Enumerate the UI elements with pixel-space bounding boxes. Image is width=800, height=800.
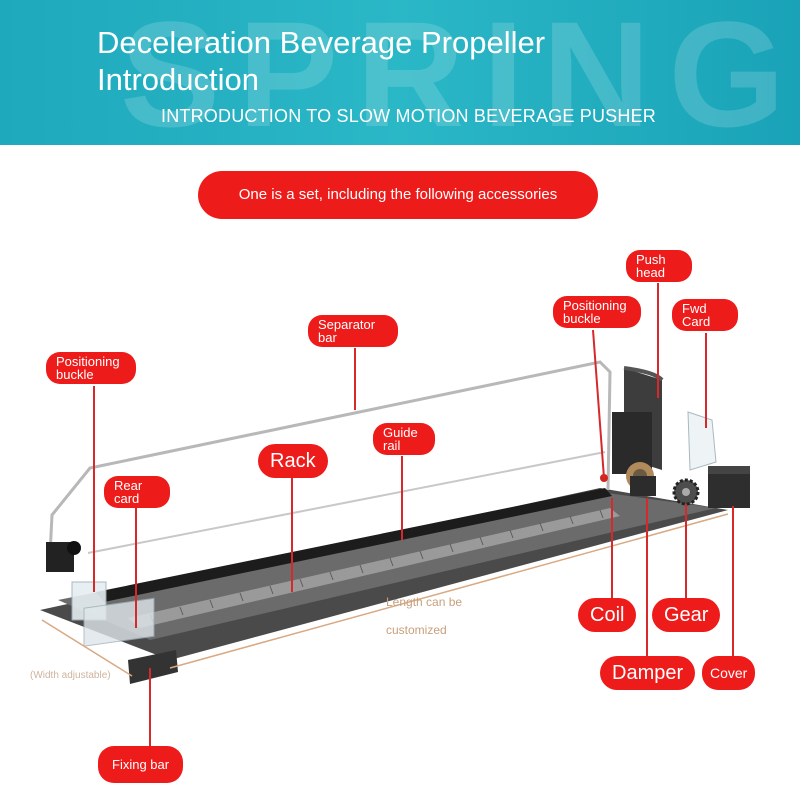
width-dimension-line	[41, 619, 133, 677]
page-subtitle: INTRODUCTION TO SLOW MOTION BEVERAGE PUS…	[161, 106, 656, 126]
label-damper: Damper	[600, 656, 696, 690]
guide-rail	[96, 488, 612, 602]
leader-lines	[93, 283, 734, 748]
label-separator-bar: Separator bar	[308, 315, 398, 347]
length-note-line2: customized	[386, 623, 447, 637]
label-positioning-buckle-right: Positioning buckle	[553, 296, 641, 328]
watermark-text: SPRING	[120, 0, 800, 145]
label-rack: Rack	[258, 444, 328, 478]
cover-part	[708, 470, 750, 508]
separator-bar-lower	[87, 451, 606, 554]
length-note-line1: Length can be	[386, 595, 463, 609]
label-fixing-bar: Fixing bar	[98, 746, 184, 783]
fixing-bar-part	[128, 650, 178, 684]
label-fwd-card: Fwd Card	[672, 299, 738, 331]
label-cover: Cover	[702, 656, 756, 690]
set-note-banner: One is a set, including the following ac…	[198, 171, 598, 219]
separator-bar	[48, 360, 612, 556]
label-rear-card: Rear card	[104, 476, 170, 508]
push-head-curve	[623, 366, 664, 382]
length-dimension-line	[169, 513, 729, 669]
damper-part	[630, 476, 656, 496]
rack-strip	[128, 508, 620, 628]
fwd-card	[687, 411, 717, 471]
header-banner: SPRING Deceleration Beverage Propeller I…	[0, 0, 800, 145]
label-guide-rail: Guide rail	[373, 423, 435, 455]
label-gear: Gear	[652, 598, 721, 632]
width-note: (Width adjustable)	[30, 670, 111, 681]
page-title: Deceleration Beverage Propeller Introduc…	[97, 25, 546, 97]
label-positioning-buckle-left: Positioning buckle	[46, 352, 136, 384]
label-push-head: Push head	[626, 250, 692, 282]
label-coil: Coil	[578, 598, 637, 632]
